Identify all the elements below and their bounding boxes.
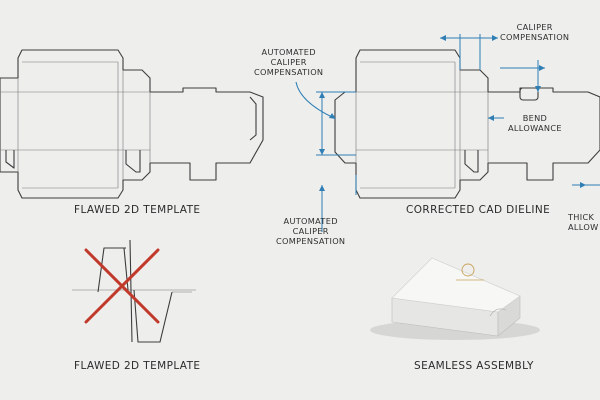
thickness-allowance-callout: THICK ALLOW xyxy=(568,212,598,232)
callout-line: COMPENSATION xyxy=(500,32,570,42)
callout-line: THICK xyxy=(568,212,595,222)
caliper-dimension-marks xyxy=(295,34,600,232)
callout-line: CALIPER xyxy=(270,57,307,67)
callout-line: ALLOW xyxy=(568,222,599,232)
callout-line: CALIPER xyxy=(292,226,329,236)
callout-line: ALLOWANCE xyxy=(508,123,562,133)
flawed-template-caption-bottom: FLAWED 2D TEMPLATE xyxy=(74,360,201,372)
red-x-cross-icon xyxy=(84,248,160,324)
callout-line: AUTOMATED xyxy=(261,47,316,57)
caliper-compensation-callout: CALIPER COMPENSATION xyxy=(500,22,569,42)
callout-line: BEND xyxy=(522,113,548,123)
seamless-assembly-caption: SEAMLESS ASSEMBLY xyxy=(414,360,534,372)
callout-line: AUTOMATED xyxy=(283,216,338,226)
gold-brand-seal xyxy=(456,263,484,281)
bend-allowance-callout: BEND ALLOWANCE xyxy=(508,113,562,133)
assembled-box-render xyxy=(370,257,540,340)
automated-caliper-callout-top: AUTOMATED CALIPER COMPENSATION xyxy=(254,47,323,77)
automated-caliper-callout-bottom: AUTOMATED CALIPER COMPENSATION xyxy=(276,216,345,246)
callout-line: COMPENSATION xyxy=(276,236,346,246)
callout-line: CALIPER xyxy=(516,22,553,32)
flawed-fold-cross-section xyxy=(72,239,196,343)
corrected-cad-dieline xyxy=(334,49,600,199)
callout-line: COMPENSATION xyxy=(254,67,324,77)
flawed-template-caption-top: FLAWED 2D TEMPLATE xyxy=(74,204,201,216)
flawed-dieline-template xyxy=(0,49,264,199)
corrected-dieline-caption: CORRECTED CAD DIELINE xyxy=(406,204,551,216)
